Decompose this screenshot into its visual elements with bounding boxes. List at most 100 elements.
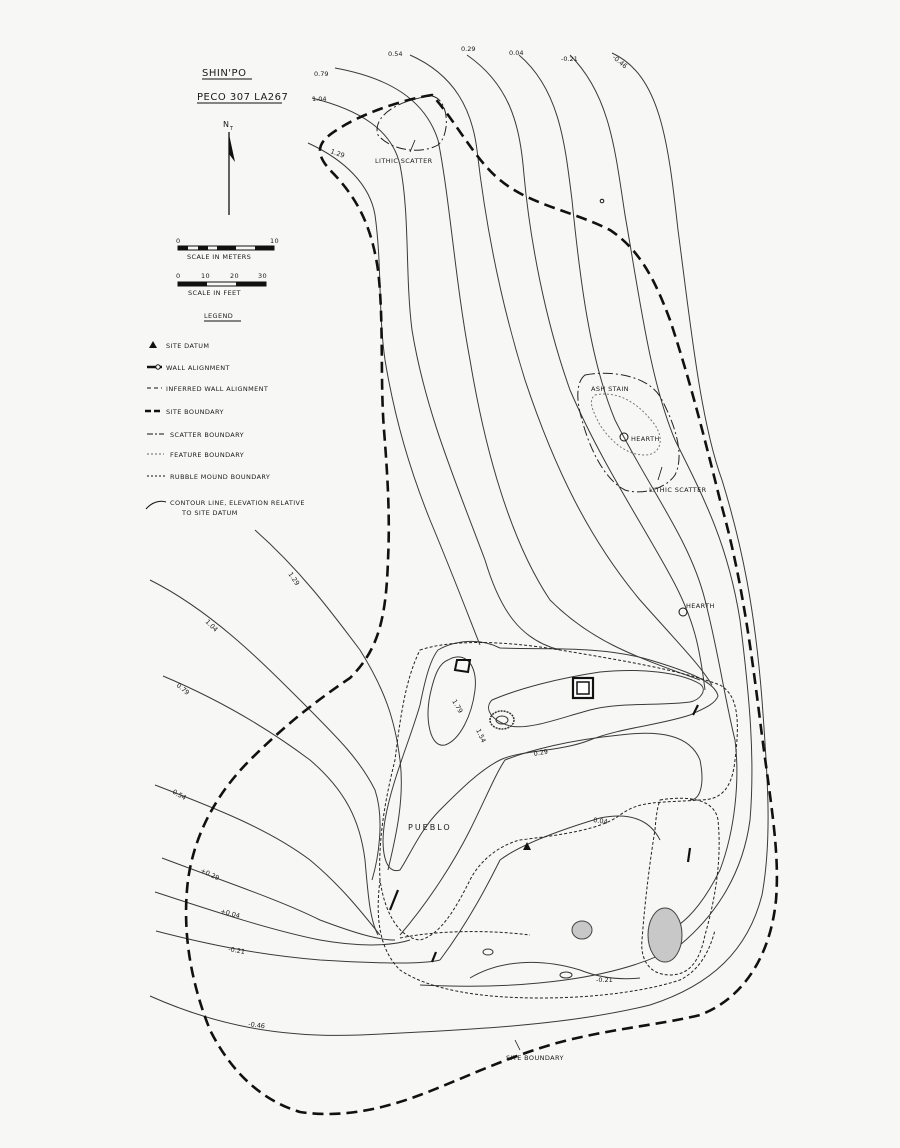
site-datum-triangle-icon: [523, 842, 531, 850]
contour-label: 1.79: [450, 698, 464, 715]
contour-label: +0.29: [199, 867, 220, 883]
contour-label: -0.46: [611, 53, 629, 70]
site-boundary-line: [184, 93, 779, 1116]
contour-label: +0.04: [219, 907, 240, 920]
contour-label: 1.04: [204, 618, 220, 634]
contour-lines: [149, 52, 769, 1036]
rubble-mound-boundaries: [377, 642, 738, 999]
legend-label: INFERRED WALL ALIGNMENT: [166, 385, 268, 393]
scale-tick: 0: [176, 272, 181, 280]
contour-line: [427, 656, 476, 746]
scatter-boundary-east: [577, 372, 680, 493]
legend-label: RUBBLE MOUND BOUNDARY: [170, 473, 270, 481]
rubble-mound-boundary: [399, 931, 531, 939]
scale-feet-label: SCALE IN FEET: [188, 289, 241, 297]
contour-label: 0.29: [533, 748, 549, 758]
lithic-scatter-label: LITHIC SCATTER: [375, 157, 433, 165]
contour-label: 0.04: [509, 49, 523, 57]
contour-line: [409, 54, 713, 686]
contour-label: 0.54: [388, 50, 402, 58]
contour-line: [155, 930, 441, 964]
legend-label: CONTOUR LINE, ELEVATION RELATIVE: [170, 499, 305, 507]
contour-line: [161, 857, 396, 941]
contour-line: [311, 97, 561, 651]
contour-label: 0.29: [461, 45, 475, 53]
contour-line-symbol: [145, 500, 167, 510]
north-label: N: [223, 120, 229, 129]
contour-label: -0.21: [561, 55, 578, 63]
shaded-feature: [571, 920, 593, 940]
contour-line: [149, 579, 381, 881]
scatter-boundary-north: [376, 95, 447, 151]
contour-line: [439, 815, 661, 961]
legend-label: SITE DATUM: [166, 342, 209, 350]
scale-bar-feet: 0 10 20 30 SCALE IN FEET: [176, 272, 267, 297]
scale-tick: 20: [230, 272, 239, 280]
contour-line: [307, 142, 481, 646]
scale-tick: 30: [258, 272, 267, 280]
contour-line: [162, 675, 379, 936]
small-feature: [559, 971, 573, 979]
contour-line: [518, 54, 738, 941]
contour-line: [469, 962, 641, 980]
shaded-feature: [647, 907, 683, 963]
pueblo-features: [388, 659, 699, 963]
hearth-label: HEARTH: [631, 435, 660, 443]
scale-tick: 10: [270, 237, 279, 245]
contour-line: [149, 52, 769, 1036]
legend-label: SCATTER BOUNDARY: [170, 431, 244, 439]
rubble-mound-boundary: [641, 797, 720, 976]
contour-label: -0.21: [596, 976, 613, 984]
room-block: [571, 676, 595, 700]
legend-label: SITE BOUNDARY: [166, 408, 224, 416]
contour-label: 0.79: [175, 681, 191, 696]
contour-line: [254, 529, 402, 871]
feature-boundary-ash-stain: [590, 393, 661, 456]
scale-bar-meters: 0 10 SCALE IN METERS: [176, 237, 279, 261]
scale-meters-label: SCALE IN METERS: [187, 253, 251, 261]
contour-line: [488, 670, 704, 728]
legend-label: WALL ALIGNMENT: [166, 364, 230, 372]
north-arrow-icon: [229, 134, 235, 162]
north-sub-label: T: [229, 126, 234, 132]
legend-label-continued: TO SITE DATUM: [181, 509, 238, 517]
feature-labels: LITHIC SCATTER ASH STAIN HEARTH LITHIC S…: [375, 139, 715, 1062]
title-block: SHIN'PO PECO 307 LA267: [197, 68, 288, 104]
hearth-icon: [619, 432, 629, 442]
contour-line: [154, 891, 411, 946]
lithic-scatter-label: LITHIC SCATTER: [649, 486, 707, 494]
contour-label: 0.79: [314, 70, 328, 78]
contour-label: 0.04: [593, 816, 608, 826]
contour-line: [399, 732, 703, 936]
wall-segment: [453, 659, 472, 674]
contour-line: [382, 640, 719, 872]
contour-line: [334, 67, 701, 681]
ash-stain-label: ASH STAIN: [591, 385, 629, 393]
map-title: SHIN'PO: [202, 68, 246, 79]
hearth-icon: [678, 607, 688, 617]
depression-feature: [489, 710, 515, 730]
contour-line: [466, 54, 706, 691]
contour-label: 1.54: [474, 727, 487, 744]
contour-labels: 0.54 0.29 0.04 -0.21 -0.46 0.79 1.04 1.2…: [171, 45, 629, 1030]
contour-label: 0.54: [171, 788, 188, 802]
contour-label: 1.29: [286, 571, 301, 587]
pueblo-label: PUEBLO: [408, 823, 452, 832]
scale-tick: 10: [201, 272, 210, 280]
contour-label: -0.21: [228, 945, 246, 956]
hearth-label: HEARTH: [686, 602, 715, 610]
contour-label: -0.46: [248, 1020, 266, 1030]
contour-line: [154, 784, 381, 936]
rubble-mound-boundary: [377, 879, 716, 999]
legend: LEGEND SITE DATUM WALL ALIGNMENT INFERRE…: [145, 312, 305, 517]
contour-label: 1.29: [329, 147, 345, 159]
legend-title: LEGEND: [204, 312, 233, 320]
legend-label: FEATURE BOUNDARY: [170, 451, 244, 459]
wall-alignment-symbol: [147, 364, 162, 370]
site-boundary-label: SITE BOUNDARY: [506, 1054, 564, 1062]
scale-tick: 0: [176, 237, 181, 245]
north-arrow: N T: [223, 120, 235, 215]
rubble-mound-boundary: [379, 642, 738, 941]
contour-label: 1.04: [312, 95, 326, 103]
